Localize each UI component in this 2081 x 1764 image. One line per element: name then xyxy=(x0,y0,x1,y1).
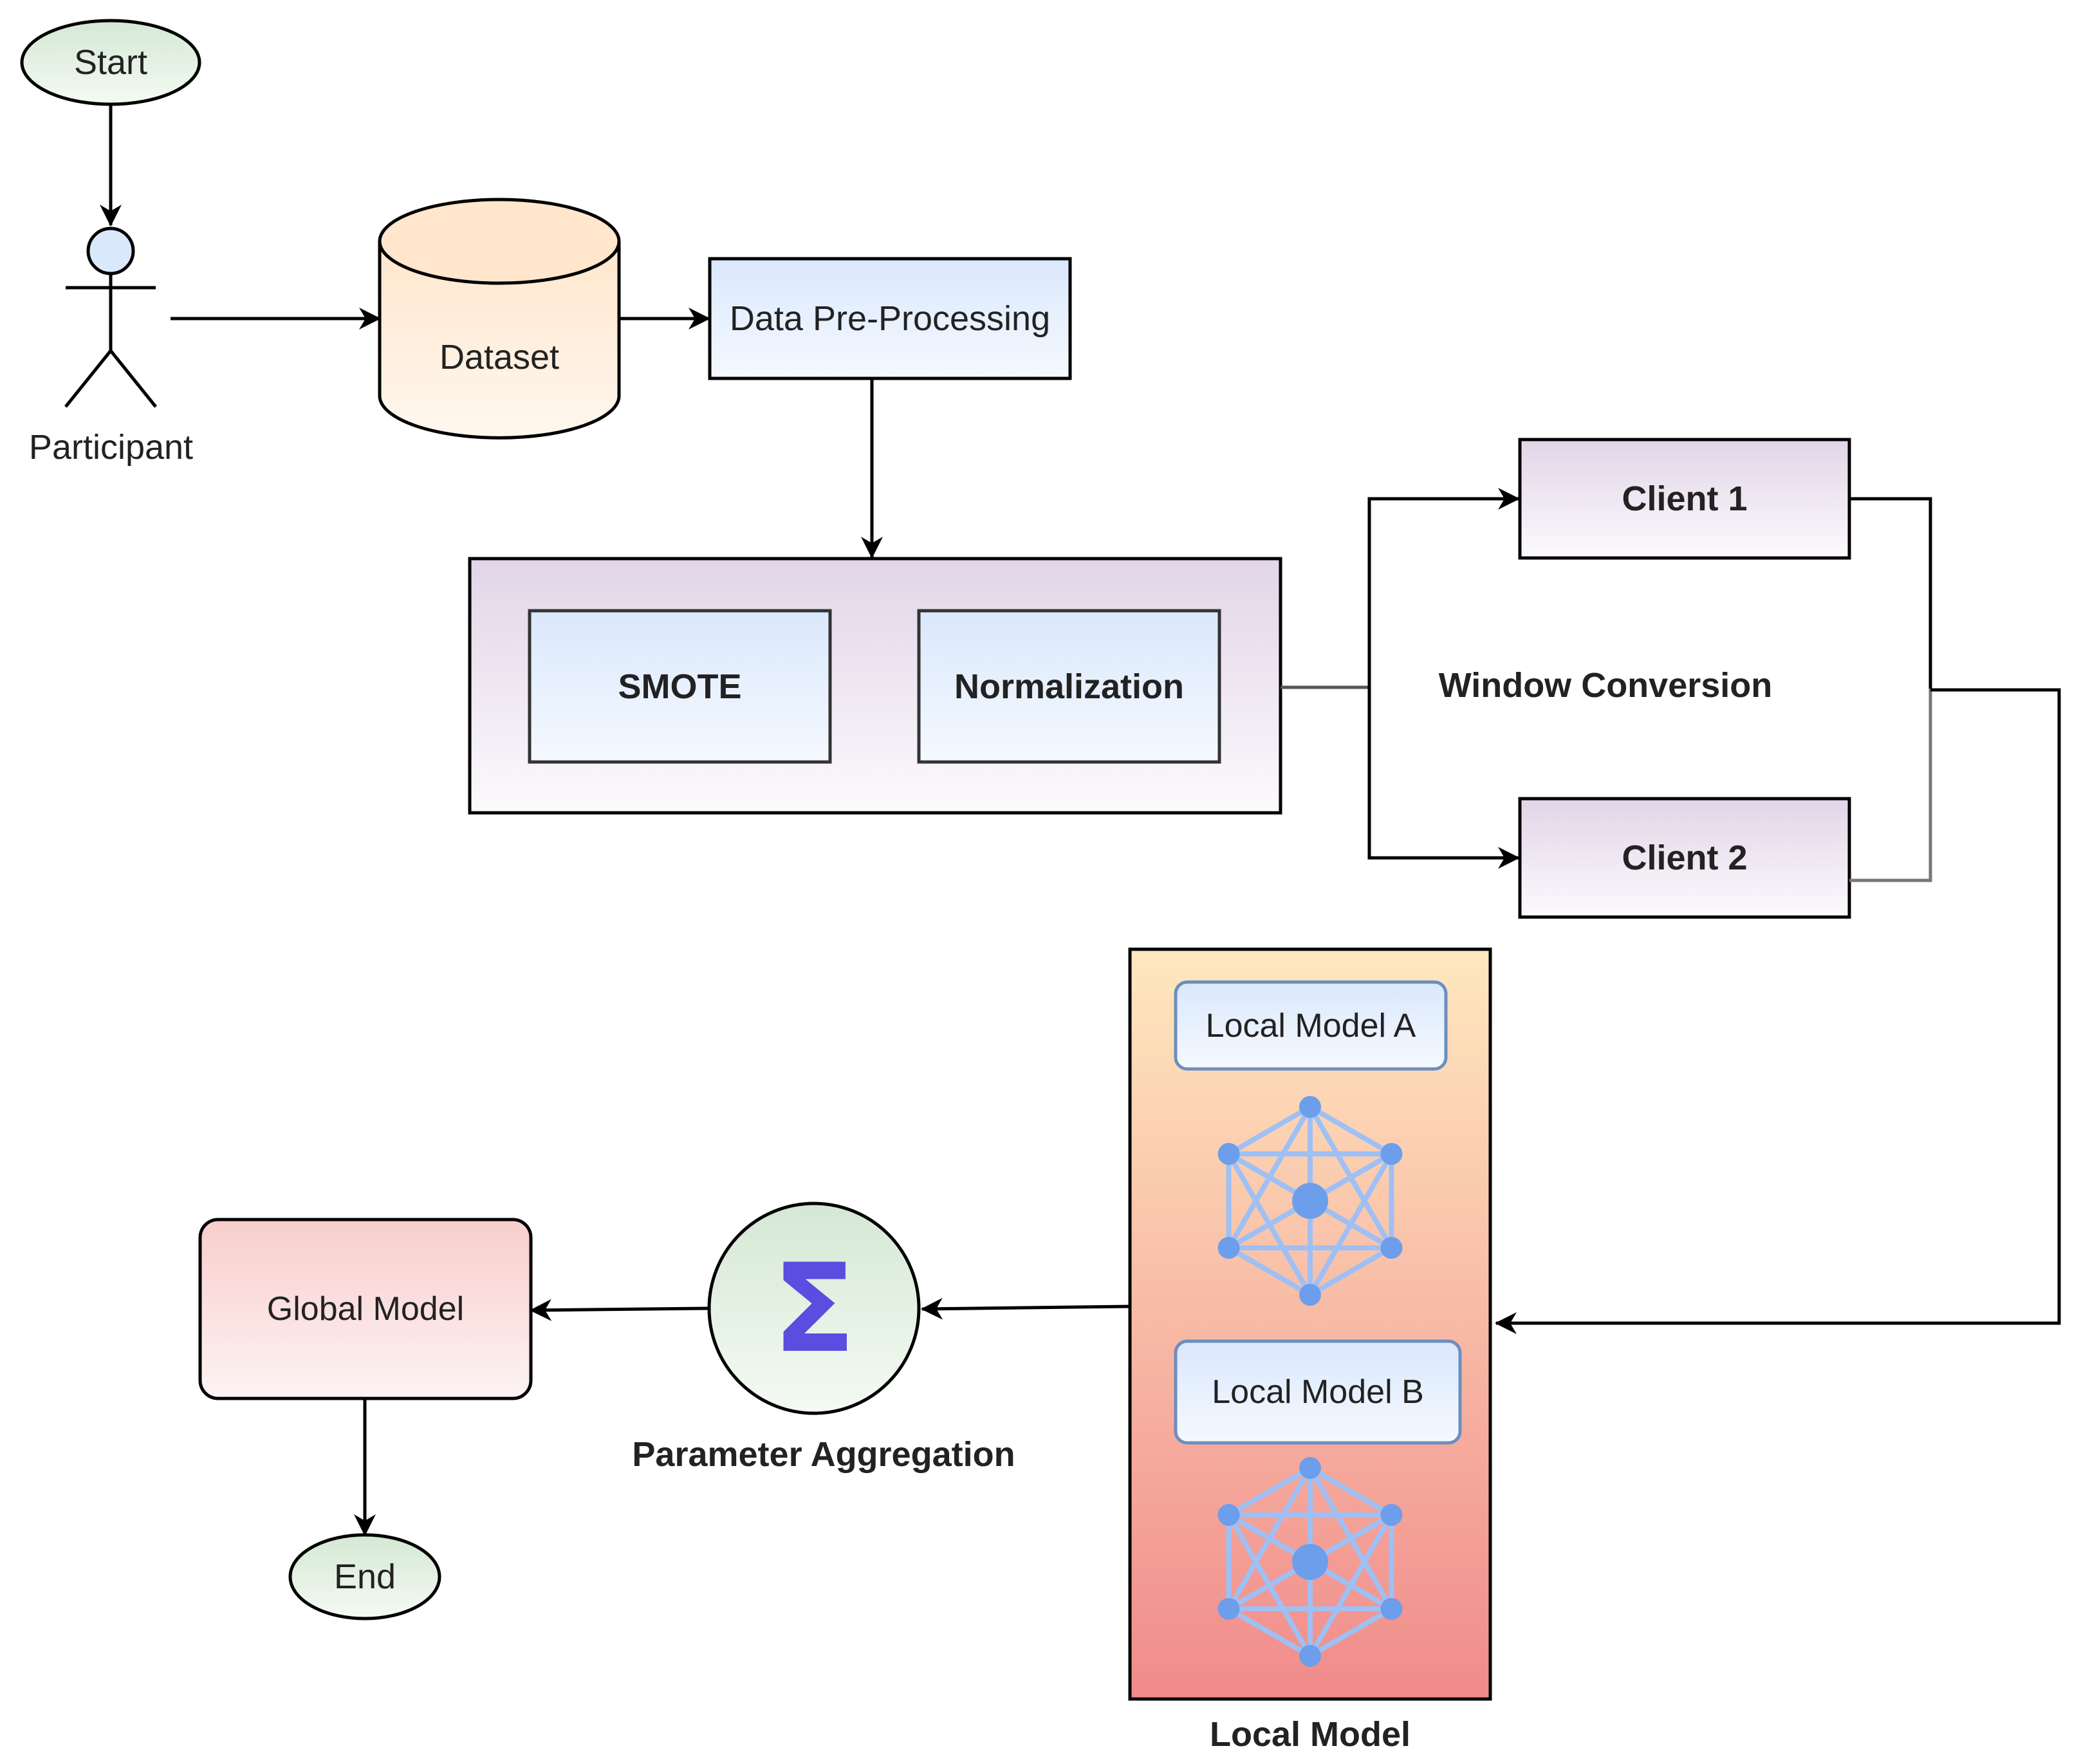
neural-network-icon xyxy=(1217,1096,1403,1306)
local-model-b-label: Local Model B xyxy=(1212,1373,1424,1411)
actor-stick-figure-icon xyxy=(64,227,157,408)
network-edge xyxy=(1227,1606,1312,1658)
network-node xyxy=(1380,1598,1403,1620)
smote-label: SMOTE xyxy=(618,667,742,706)
connector-aggregation-global xyxy=(530,1299,710,1321)
end-label: End xyxy=(333,1557,396,1596)
preprocessing-box xyxy=(708,257,1072,380)
preprocessing-label: Data Pre-Processing xyxy=(729,299,1051,338)
window-conversion-label: Window Conversion xyxy=(1438,666,1773,705)
network-node xyxy=(1299,1645,1321,1667)
network-node xyxy=(1217,1504,1240,1526)
network-node xyxy=(1380,1504,1403,1526)
network-edge xyxy=(1308,1104,1393,1156)
client2-box xyxy=(1518,797,1851,919)
participant-label: Participant xyxy=(28,428,194,467)
client1-label: Client 1 xyxy=(1622,479,1748,518)
network-node xyxy=(1217,1598,1240,1620)
client2-label: Client 2 xyxy=(1622,839,1748,877)
network-node xyxy=(1299,1284,1321,1306)
dataset-label: Dataset xyxy=(439,338,560,376)
database-cylinder-icon xyxy=(378,198,621,440)
connector-client2-merge xyxy=(1849,689,1932,882)
connector-client1-merge xyxy=(1849,497,1932,689)
network-node xyxy=(1380,1237,1403,1259)
network-edge xyxy=(1308,1606,1393,1658)
sigma-icon: Σ xyxy=(772,1237,856,1380)
connector-localmodel-aggregation xyxy=(921,1297,1131,1320)
network-center-node xyxy=(1292,1544,1328,1580)
network-node xyxy=(1299,1096,1321,1118)
client1-box xyxy=(1518,438,1851,560)
connector-to-client1 xyxy=(1367,488,1520,687)
local-model-label: Local Model xyxy=(1209,1715,1411,1754)
neural-network-icon xyxy=(1217,1457,1403,1667)
end-terminal xyxy=(288,1533,441,1620)
local-model-b-box xyxy=(1174,1339,1462,1445)
network-edge xyxy=(1227,1465,1312,1518)
aggregation-label: Parameter Aggregation xyxy=(632,1435,1015,1474)
network-edge xyxy=(1308,1465,1393,1518)
connector-to-client2 xyxy=(1367,687,1520,869)
network-center-node xyxy=(1292,1183,1328,1219)
local-model-a-label: Local Model A xyxy=(1205,1007,1416,1044)
start-label: Start xyxy=(73,43,148,82)
normalization-box xyxy=(917,609,1221,764)
network-node xyxy=(1217,1237,1240,1259)
connector-merge-localmodel xyxy=(1495,688,2061,1334)
network-node xyxy=(1217,1143,1240,1165)
local-model-a-box xyxy=(1174,980,1448,1071)
smote-box xyxy=(528,609,832,764)
global-model-label: Global Model xyxy=(266,1290,465,1328)
normalization-label: Normalization xyxy=(954,667,1185,706)
network-node xyxy=(1299,1457,1321,1479)
network-edge xyxy=(1308,1245,1393,1297)
network-node xyxy=(1380,1143,1403,1165)
network-edge xyxy=(1227,1245,1312,1297)
network-edge xyxy=(1227,1104,1312,1156)
